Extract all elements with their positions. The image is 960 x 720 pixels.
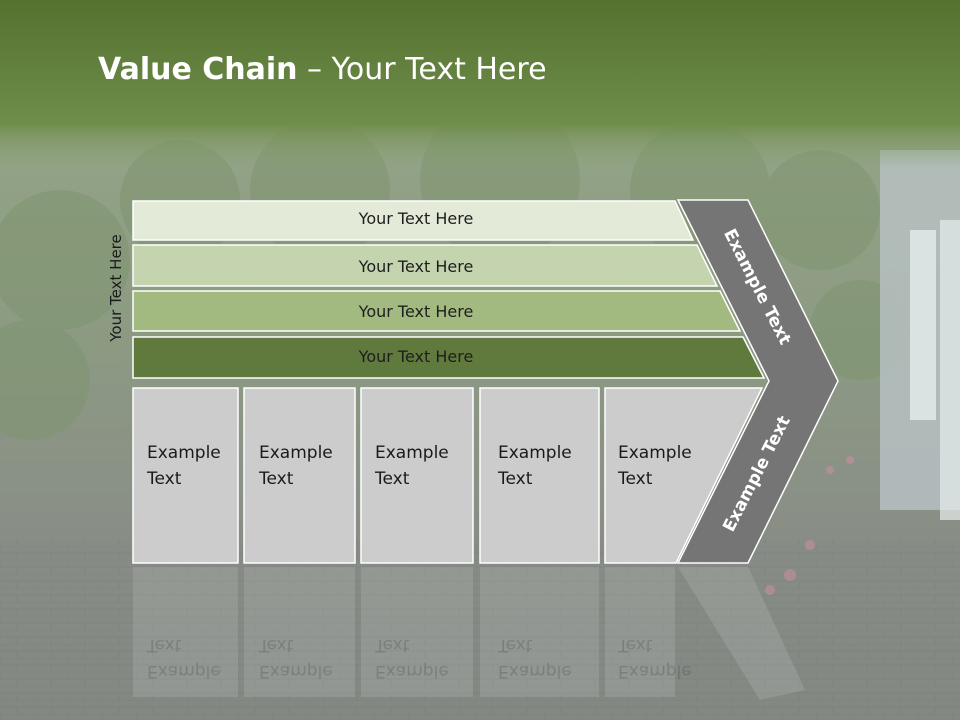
box-4[interactable]	[479, 387, 600, 564]
chevron-arrow[interactable]	[676, 199, 839, 564]
box-1-line2: Text	[147, 469, 182, 489]
bar-4-label: Your Text Here	[358, 347, 474, 366]
bar-3-label: Your Text Here	[358, 302, 474, 321]
box-4-line1: Example	[498, 443, 572, 463]
title-bold: Value Chain	[98, 52, 298, 87]
box-5[interactable]	[604, 387, 764, 564]
box-1-line1: Example	[147, 443, 221, 463]
bar-2-label: Your Text Here	[358, 257, 474, 276]
box-2-line2: Text	[259, 469, 294, 489]
reflection	[133, 567, 805, 700]
box-2[interactable]	[243, 387, 356, 564]
bar-4[interactable]	[132, 336, 766, 379]
title-rest: – Your Text Here	[297, 52, 547, 87]
bar-1-label: Your Text Here	[358, 209, 474, 228]
box-1[interactable]	[132, 387, 239, 564]
bar-2[interactable]	[132, 244, 719, 287]
bar-3[interactable]	[132, 290, 742, 332]
box-3[interactable]	[360, 387, 474, 564]
box-4-line2: Text	[498, 469, 533, 489]
box-3-line1: Example	[375, 443, 449, 463]
box-2-line1: Example	[259, 443, 333, 463]
box-5-line2: Text	[618, 469, 653, 489]
box-5-line1: Example	[618, 443, 692, 463]
bar-1[interactable]	[132, 200, 695, 241]
box-3-line2: Text	[375, 469, 410, 489]
slide-title: Value Chain – Your Text Here	[98, 52, 547, 87]
